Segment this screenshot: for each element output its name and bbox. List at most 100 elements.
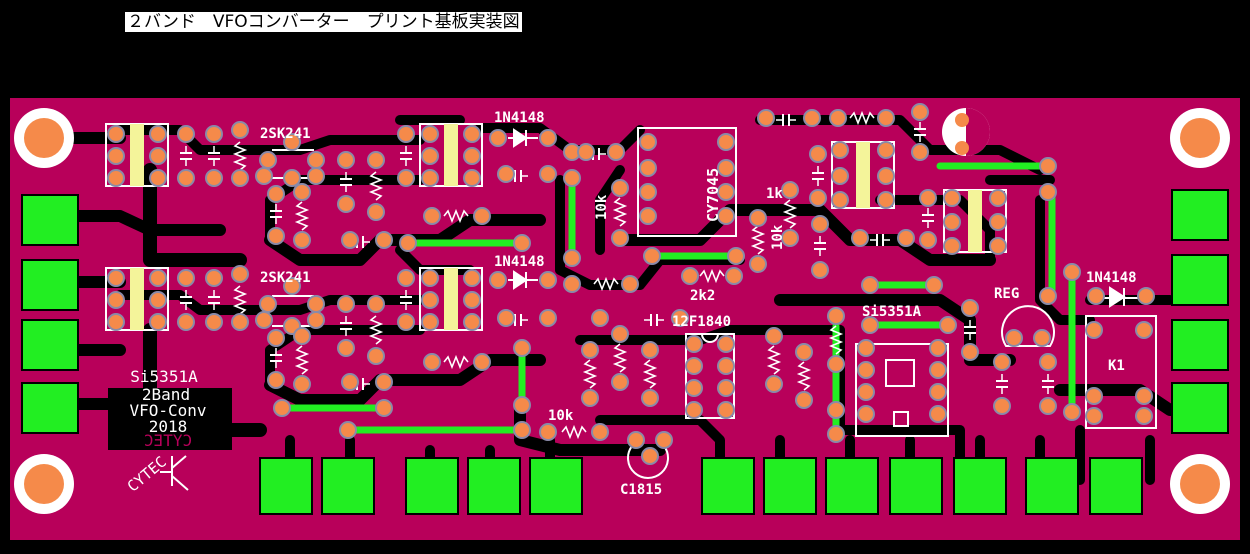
solder-pad	[1005, 329, 1023, 347]
solder-pad	[367, 203, 385, 221]
solder-pad	[827, 425, 845, 443]
solder-pad	[489, 129, 507, 147]
solder-pad	[259, 295, 277, 313]
label-r-2k2: 2k2	[690, 288, 715, 304]
solder-pad	[961, 343, 979, 361]
solder-pad	[375, 231, 393, 249]
solder-pad	[581, 341, 599, 359]
solder-pad	[1085, 387, 1103, 405]
solder-pad	[463, 147, 481, 165]
solder-pad	[421, 313, 439, 331]
solder-pad	[781, 229, 799, 247]
solder-pad	[1039, 183, 1057, 201]
solder-pad	[611, 229, 629, 247]
solder-pad	[293, 231, 311, 249]
solder-pad	[367, 151, 385, 169]
solder-pad	[339, 421, 357, 439]
solder-pad	[877, 109, 895, 127]
solder-pad	[177, 125, 195, 143]
solder-pad	[961, 299, 979, 317]
page-title: ２バンド VFOコンバーター プリント基板実装図	[125, 12, 522, 32]
solder-pad	[473, 353, 491, 371]
solder-pad	[397, 269, 415, 287]
solder-pad	[1039, 353, 1057, 371]
solder-pad	[421, 147, 439, 165]
solder-pad	[293, 183, 311, 201]
solder-pad	[749, 255, 767, 273]
solder-pad	[795, 343, 813, 361]
solder-pad	[643, 247, 661, 265]
solder-pad	[989, 237, 1007, 255]
solder-pad	[857, 383, 875, 401]
mounting-holes	[14, 108, 1230, 514]
solder-pad	[831, 141, 849, 159]
solder-pad	[177, 169, 195, 187]
solder-pad	[421, 269, 439, 287]
component-pads	[107, 103, 1155, 465]
solder-pad	[577, 143, 595, 161]
solder-pad	[231, 313, 249, 331]
solder-pad	[513, 396, 531, 414]
solder-pad	[611, 325, 629, 343]
solder-pad	[463, 169, 481, 187]
solder-pad	[273, 399, 291, 417]
solder-pad	[765, 375, 783, 393]
solder-pad	[851, 229, 869, 247]
solder-pad	[717, 159, 735, 177]
solder-pad	[929, 383, 947, 401]
solder-pad	[267, 185, 285, 203]
label-r-10k-b: 10k	[770, 224, 786, 250]
solder-pad	[639, 207, 657, 225]
logo-line3: VFO-Conv	[129, 401, 206, 420]
solder-pad	[107, 147, 125, 165]
solder-pad	[205, 269, 223, 287]
solder-pad	[307, 167, 325, 185]
jumper-wires	[278, 162, 1076, 438]
edge-connectors	[21, 189, 1229, 515]
solder-pad	[375, 373, 393, 391]
solder-pad	[641, 341, 659, 359]
solder-pad	[513, 421, 531, 439]
electrolytic-capacitor	[942, 108, 990, 156]
solder-pad	[857, 361, 875, 379]
solder-pad	[149, 291, 167, 309]
solder-pad	[1087, 287, 1105, 305]
solder-pad	[231, 169, 249, 187]
solder-pad	[205, 169, 223, 187]
solder-pad	[421, 125, 439, 143]
solder-pad	[539, 309, 557, 327]
solder-pad	[717, 401, 735, 419]
solder-pad	[929, 405, 947, 423]
solder-pad	[267, 227, 285, 245]
solder-pad	[307, 295, 325, 313]
solder-pad	[641, 447, 659, 465]
solder-pad	[1063, 263, 1081, 281]
solder-pad	[639, 133, 657, 151]
logo-line4: 2018	[149, 417, 188, 436]
solder-pad	[809, 145, 827, 163]
solder-pad	[611, 179, 629, 197]
solder-pad	[259, 151, 277, 169]
solder-pad	[911, 143, 929, 161]
solder-pad	[497, 309, 515, 327]
label-d2: 1N4148	[494, 254, 545, 270]
solder-pad	[591, 309, 609, 327]
solder-pad	[803, 109, 821, 127]
solder-pad	[337, 339, 355, 357]
solder-pad	[827, 401, 845, 419]
solder-pad	[539, 271, 557, 289]
solder-pad	[489, 271, 507, 289]
solder-pad	[943, 237, 961, 255]
solder-pad	[1085, 321, 1103, 339]
solder-pad	[607, 143, 625, 161]
label-reg: REG	[994, 286, 1019, 302]
solder-pad	[513, 339, 531, 357]
solder-pad	[563, 249, 581, 267]
solder-pad	[1137, 287, 1155, 305]
solder-pad	[611, 373, 629, 391]
solder-pad	[1039, 287, 1057, 305]
solder-pad	[421, 291, 439, 309]
solder-pad	[1135, 407, 1153, 425]
solder-pad	[107, 291, 125, 309]
label-transistor: C1815	[620, 482, 662, 498]
